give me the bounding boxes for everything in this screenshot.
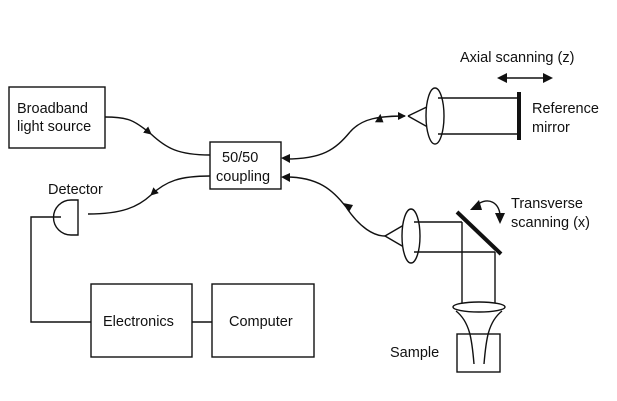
axial-scanning-arrow <box>497 73 553 83</box>
fiber-coupler-to-sample <box>285 176 347 208</box>
galvo-mirror <box>455 210 503 256</box>
fiber-coupler-to-reference-b <box>349 112 406 133</box>
transverse-label-line2: scanning (x) <box>511 215 590 231</box>
coupler-label-line2: coupling <box>216 169 270 185</box>
reference-label-line1: Reference <box>532 101 599 117</box>
electronics-label: Electronics <box>103 314 174 330</box>
sample-label: Sample <box>390 345 439 361</box>
sample-container <box>456 333 501 373</box>
reference-lens <box>425 87 445 145</box>
fiber-coupler: 50/50 coupling <box>209 141 282 190</box>
sample-collimator-lens <box>401 208 421 264</box>
transverse-label-line1: Transverse <box>511 196 583 212</box>
sample-arm: Sample <box>384 208 506 373</box>
fiber-coupler-to-reference <box>285 131 351 160</box>
objective-lens <box>452 301 506 313</box>
fiber-coupler-to-sample-b <box>345 206 386 237</box>
fiber-source-to-coupler <box>104 116 152 135</box>
transverse-scanning-arrow <box>470 200 505 224</box>
fiber-source-to-coupler-tail <box>150 133 211 156</box>
coupler-ref-arrowhead <box>281 154 290 163</box>
fiber-coupler-to-detector-a <box>150 175 211 196</box>
source-label-line2: light source <box>17 119 91 135</box>
wire-detector-to-electronics <box>30 216 91 323</box>
reference-label-line2: mirror <box>532 120 570 136</box>
reference-arm: Reference mirror <box>407 87 599 145</box>
sample-arm-mid-arrowhead <box>343 203 353 212</box>
fiber-coupler-to-detector-b <box>87 194 152 215</box>
coupler-label-line1: 50/50 <box>222 150 258 166</box>
computer-box: Computer <box>211 283 315 358</box>
source-label-line1: Broadband <box>17 101 88 117</box>
broadband-light-source: Broadband light source <box>8 86 106 149</box>
electronics-box: Electronics <box>90 283 193 358</box>
detector: Detector <box>48 182 103 236</box>
reference-arm-mid-arrowhead <box>374 113 384 123</box>
coupler-sample-arrowhead <box>281 173 290 182</box>
axial-scanning-label: Axial scanning (z) <box>460 50 574 66</box>
computer-label: Computer <box>229 314 293 330</box>
detector-label: Detector <box>48 182 103 198</box>
